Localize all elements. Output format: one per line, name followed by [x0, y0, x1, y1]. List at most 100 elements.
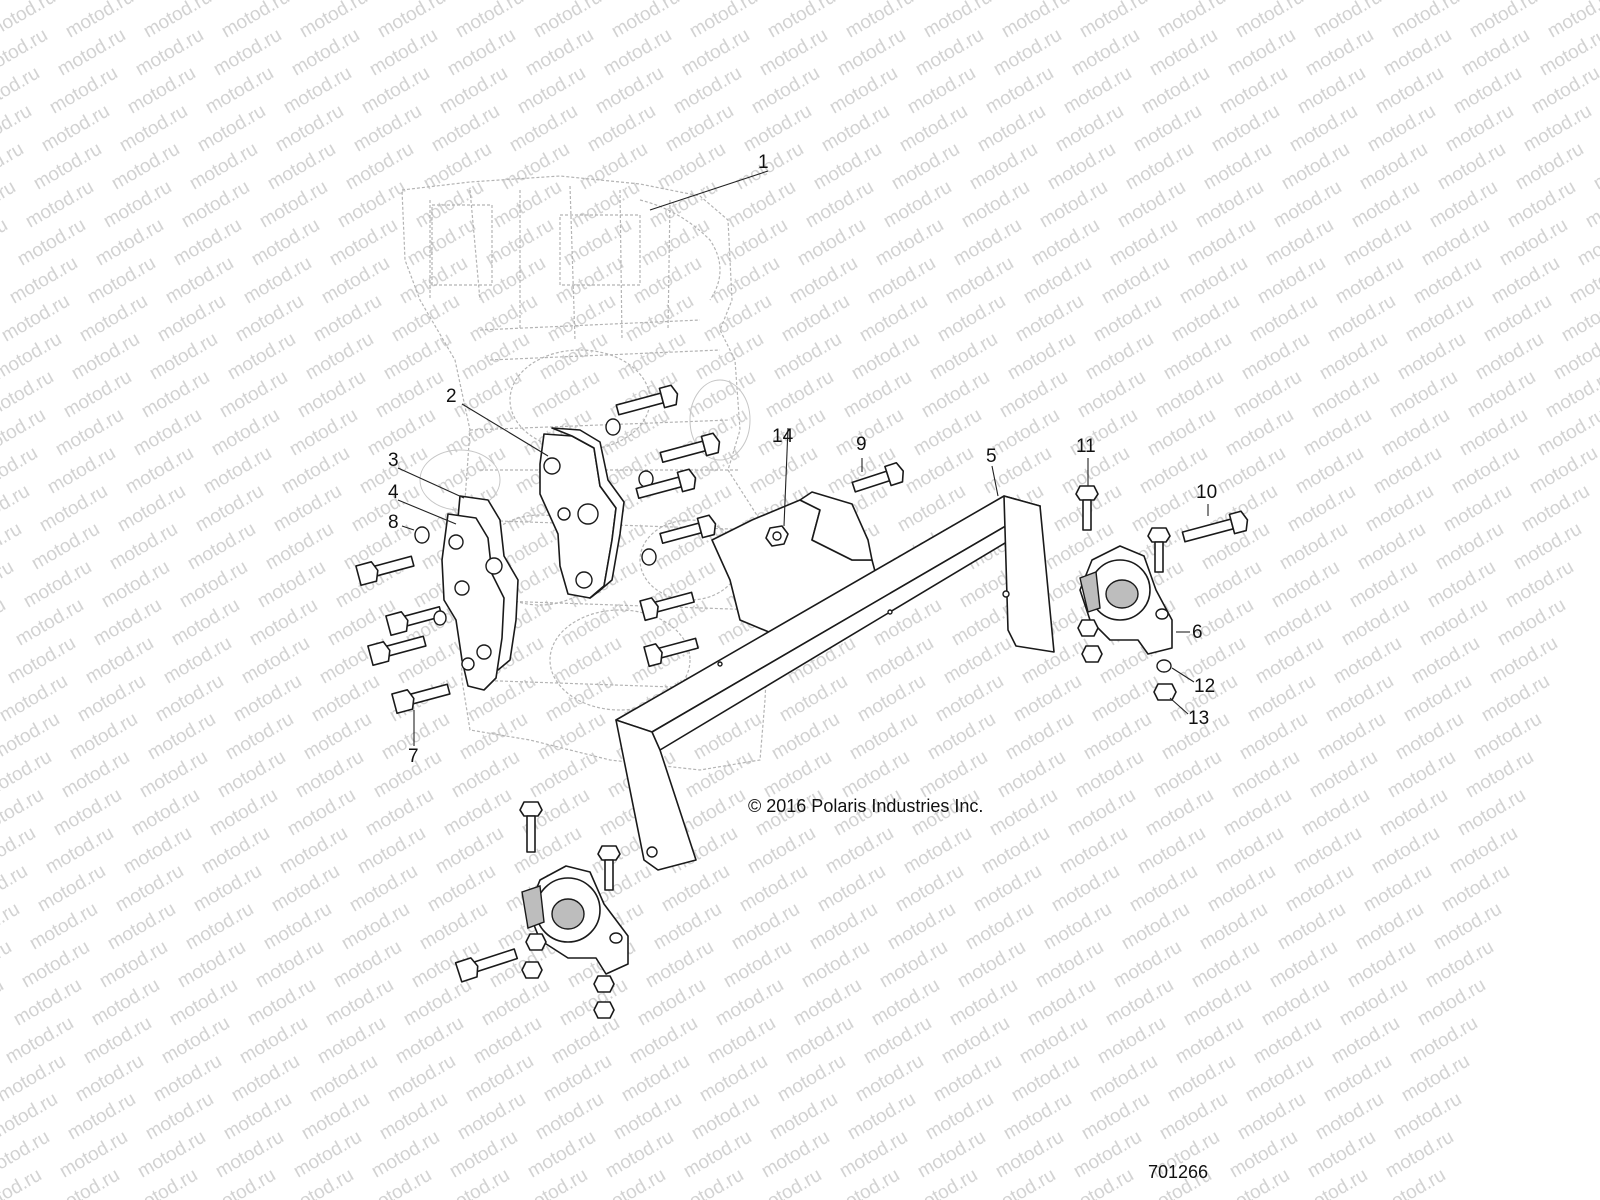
watermark-text: motod.ru	[1176, 253, 1251, 309]
watermark-text: motod.ru	[230, 671, 305, 727]
watermark-text: motod.ru	[558, 595, 633, 651]
watermark-text: motod.ru	[540, 1051, 615, 1107]
watermark-text: motod.ru	[806, 899, 881, 955]
watermark-text: motod.ru	[1360, 861, 1435, 917]
watermark-text: motod.ru	[852, 1051, 927, 1107]
watermark-text: motod.ru	[262, 519, 337, 575]
callout-7: 7	[408, 746, 419, 767]
watermark-text: motod.ru	[228, 1051, 303, 1107]
watermark-text: motod.ru	[1274, 899, 1349, 955]
watermark-text: motod.ru	[1378, 405, 1453, 461]
watermark-text: motod.ru	[978, 823, 1053, 879]
watermark-text: motod.ru	[1338, 595, 1413, 651]
watermark-text: motod.ru	[1080, 709, 1155, 765]
watermark-text: motod.ru	[940, 633, 1015, 689]
watermark-text: motod.ru	[46, 63, 121, 119]
watermark-text: motod.ru	[924, 709, 999, 765]
watermark-text: motod.ru	[1052, 101, 1127, 157]
watermark-text: motod.ru	[1074, 367, 1149, 423]
watermark-text: motod.ru	[1200, 139, 1275, 195]
watermark-text: motod.ru	[1010, 671, 1085, 727]
callout-8: 8	[388, 512, 399, 533]
watermark-text: motod.ru	[490, 177, 565, 233]
callout-4: 4	[388, 482, 399, 503]
watermark-text: motod.ru	[108, 139, 183, 195]
watermark-text: motod.ru	[1098, 253, 1173, 309]
watermark-text: motod.ru	[1376, 785, 1451, 841]
watermark-text: motod.ru	[104, 899, 179, 955]
watermark-text: motod.ru	[810, 139, 885, 195]
watermark-text: motod.ru	[836, 1127, 911, 1183]
watermark-text: motod.ru	[216, 367, 291, 423]
watermark-text: motod.ru	[1430, 899, 1505, 955]
watermark-text: motod.ru	[712, 975, 787, 1031]
watermark-text: motod.ru	[136, 747, 211, 803]
document-number: 701266	[1148, 1162, 1209, 1182]
callout-3: 3	[388, 450, 399, 471]
watermark-text: motod.ru	[456, 709, 531, 765]
callout-10: 10	[1196, 482, 1217, 503]
watermark-text: motod.ru	[834, 25, 909, 81]
watermark-text: motod.ru	[1180, 975, 1255, 1031]
watermark-text: motod.ru	[1184, 215, 1259, 271]
bolt-9	[851, 461, 905, 493]
watermark-text: motod.ru	[1590, 139, 1600, 195]
watermark-text: motod.ru	[860, 1013, 935, 1069]
watermark-text: motod.ru	[198, 823, 273, 879]
watermark-text: motod.ru	[744, 823, 819, 879]
watermark-text: motod.ru	[380, 329, 455, 385]
watermark-text: motod.ru	[868, 975, 943, 1031]
watermark-text: motod.ru	[768, 709, 843, 765]
watermark-text: motod.ru	[210, 25, 285, 81]
watermark-text: motod.ru	[1496, 215, 1571, 271]
watermark-text: motod.ru	[182, 899, 257, 955]
watermark-text: motod.ru	[0, 215, 11, 271]
watermark-text: motod.ru	[934, 291, 1009, 347]
watermark-text: motod.ru	[1044, 139, 1119, 195]
callout-12: 12	[1194, 676, 1215, 697]
watermark-text: motod.ru	[0, 595, 9, 651]
watermark-text: motod.ru	[576, 139, 651, 195]
watermark-text: motod.ru	[310, 291, 385, 347]
watermark-text: motod.ru	[1268, 557, 1343, 613]
watermark-text: motod.ru	[1088, 671, 1163, 727]
watermark-text: motod.ru	[88, 975, 163, 1031]
watermark-text: motod.ru	[454, 1089, 529, 1145]
watermark-text: motod.ru	[1258, 975, 1333, 1031]
watermark-text: motod.ru	[1478, 671, 1553, 727]
watermark-text: motod.ru	[1250, 1013, 1325, 1069]
watermark-text: motod.ru	[1306, 747, 1381, 803]
watermark-text: motod.ru	[602, 1127, 677, 1183]
watermark-text: motod.ru	[288, 25, 363, 81]
watermark-text: motod.ru	[36, 481, 111, 537]
watermark-text: motod.ru	[1380, 25, 1455, 81]
watermark-text: motod.ru	[346, 861, 421, 917]
watermark-text: motod.ru	[1156, 1089, 1231, 1145]
watermark-text: motod.ru	[308, 671, 383, 727]
callout-13: 13	[1188, 708, 1209, 729]
watermark-text: motod.ru	[1392, 709, 1467, 765]
watermark-text: motod.ru	[1458, 25, 1533, 81]
watermark-text: motod.ru	[1416, 595, 1491, 651]
watermark-text: motod.ru	[146, 329, 221, 385]
watermark-text: motod.ru	[958, 177, 1033, 233]
watermark-text: motod.ru	[1406, 1013, 1481, 1069]
watermark-text: motod.ru	[872, 215, 947, 271]
watermark-text: motod.ru	[1008, 1051, 1083, 1107]
watermark-text: motod.ru	[84, 253, 159, 309]
watermark-text: motod.ru	[436, 63, 511, 119]
watermark-text: motod.ru	[170, 215, 245, 271]
watermark-text: motod.ru	[1224, 25, 1299, 81]
watermark-text: motod.ru	[1016, 1013, 1091, 1069]
watermark-text: motod.ru	[916, 747, 991, 803]
callout-5: 5	[986, 446, 997, 467]
watermark-text: motod.ru	[200, 443, 275, 499]
watermark-text: motod.ru	[982, 63, 1057, 119]
watermark-text: motod.ru	[280, 63, 355, 119]
watermark-text: motod.ru	[268, 861, 343, 917]
watermark-text: motod.ru	[740, 101, 815, 157]
watermark-text: motod.ru	[1312, 1089, 1387, 1145]
watermark-text: motod.ru	[1450, 63, 1525, 119]
watermark-text: motod.ru	[330, 937, 405, 993]
watermark-text: motod.ru	[1314, 709, 1389, 765]
